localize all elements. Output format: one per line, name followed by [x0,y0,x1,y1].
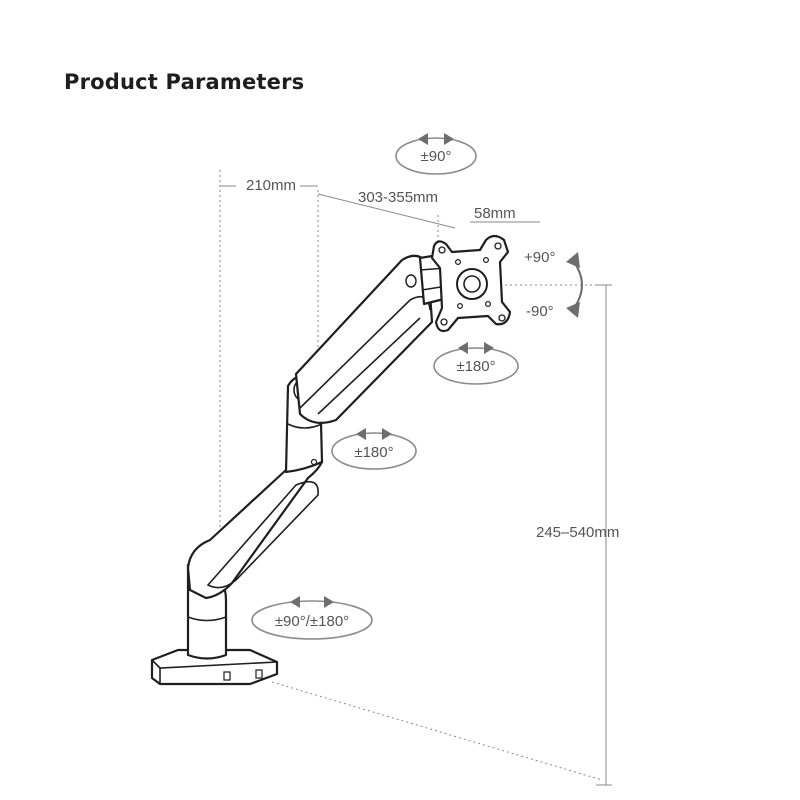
page-title: Product Parameters [64,70,305,94]
tilt-down-label: -90° [526,303,554,320]
tilt-up-label: +90° [524,249,555,266]
rotation-badge-top: ±90° [395,133,477,175]
dimension-lines [219,170,612,786]
head-offset-dimension-label: 58mm [474,205,516,222]
rotation-badge-base: ±90°/±180° [251,596,373,640]
rotation-label-top: ±90° [421,148,452,165]
tilt-arc-icon [566,252,583,318]
rotation-label-head: ±180° [456,358,495,375]
rotation-label-base: ±90°/±180° [275,613,349,630]
monitor-arm [150,234,512,686]
rotation-label-middle: ±180° [354,444,393,461]
upper-gas-arm [294,254,434,425]
rotation-badge-head: ±180° [433,342,519,385]
offset-dimension-label: 210mm [246,177,296,194]
arm-length-dimension-label: 303-355mm [358,189,438,206]
rotation-badge-middle: ±180° [331,428,417,470]
height-range-dimension-label: 245–540mm [536,524,619,541]
